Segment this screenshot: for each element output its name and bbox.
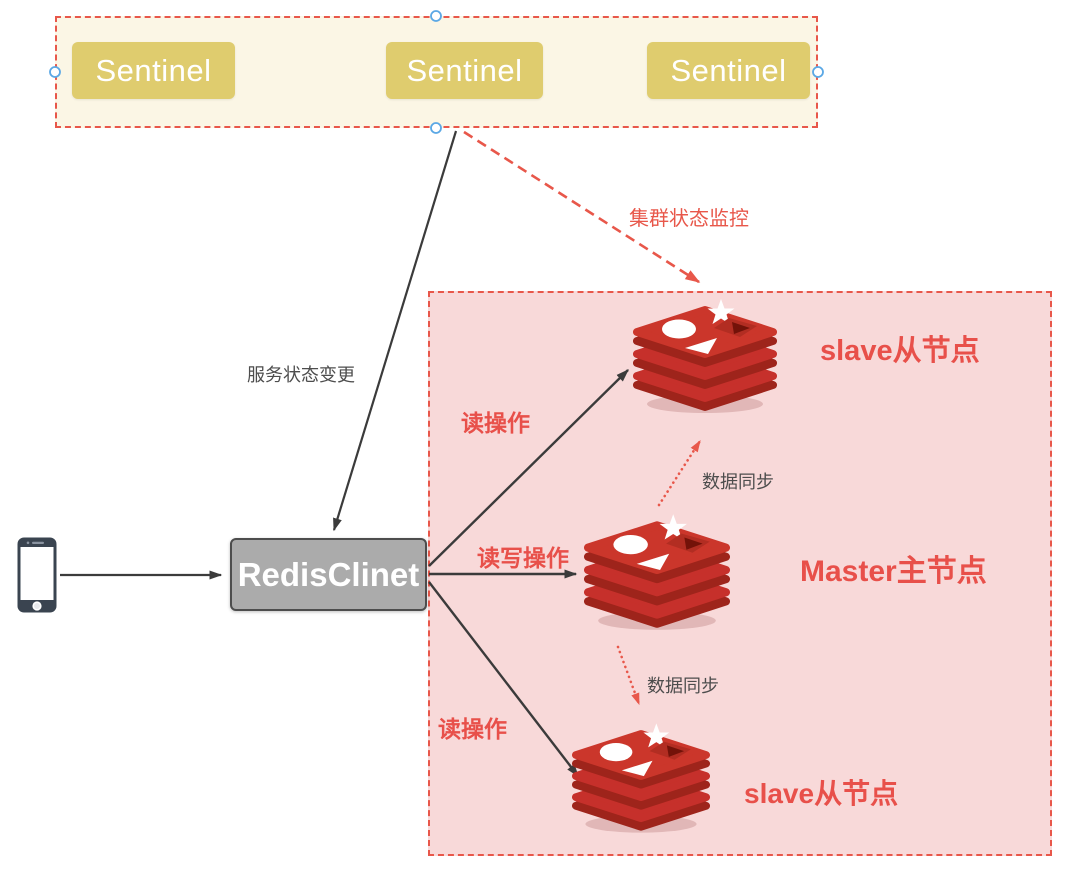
sentinel-node-2[interactable]: Sentinel [386,42,543,99]
read-op-top-label: 读操作 [461,410,530,436]
sentinel-node-2-label: Sentinel [406,52,523,88]
master-title: Master主节点 [800,555,987,588]
master-node[interactable] [584,511,730,633]
sentinel-node-3[interactable]: Sentinel [647,42,810,99]
sentinel-node-1[interactable]: Sentinel [72,42,235,99]
slave-top-node[interactable] [633,296,777,416]
cluster-monitor-label: 集群状态监控 [629,208,749,230]
redis-client-label: RedisClinet [237,555,420,593]
data-sync-top-label: 数据同步 [702,472,774,492]
sentinel-node-3-label: Sentinel [670,52,787,88]
redis-database-icon [572,719,710,837]
redis-database-icon [633,296,777,416]
redis-client-box[interactable]: RedisClinet [230,538,427,611]
service-status-label: 服务状态变更 [247,365,355,385]
client-device[interactable] [17,537,57,613]
sentinel-node-1-label: Sentinel [95,52,212,88]
redis-database-icon [584,511,730,633]
read-write-op-label: 读写操作 [477,545,569,571]
data-sync-bottom-label: 数据同步 [647,676,719,696]
read-op-bottom-label: 读操作 [438,716,507,742]
slave-top-title: slave从节点 [820,335,980,367]
slave-bottom-node[interactable] [572,719,710,837]
phone-icon [17,537,57,613]
slave-bottom-title: slave从节点 [744,778,899,809]
